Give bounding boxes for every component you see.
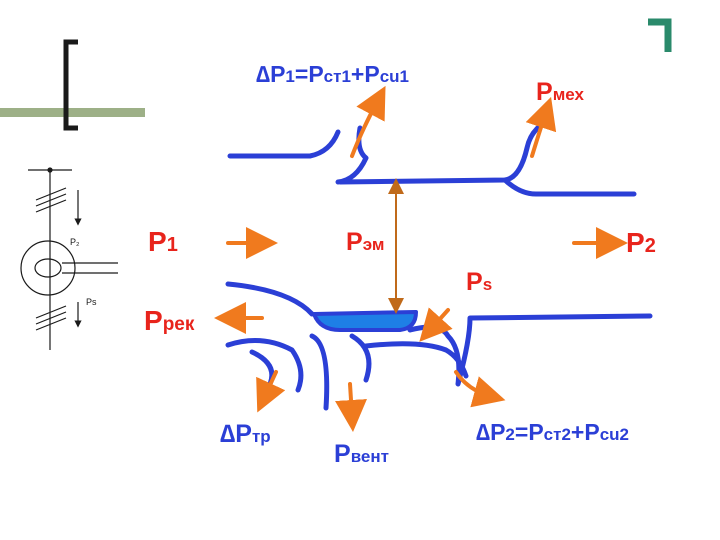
schematic-ps-label: Ps bbox=[86, 297, 97, 307]
label-p2: P2 bbox=[626, 227, 656, 258]
arrow-pmex bbox=[525, 96, 557, 158]
channel-bottom-mid bbox=[225, 338, 304, 393]
corner-mark-icon bbox=[648, 18, 672, 52]
decor-bracket bbox=[0, 39, 145, 131]
arrow-dp1 bbox=[350, 85, 386, 158]
schematic-p2-label: P₂ bbox=[70, 237, 80, 247]
schematic-hatch-4 bbox=[35, 305, 67, 319]
bracket-icon bbox=[63, 39, 78, 131]
arrow-pvent bbox=[335, 382, 367, 432]
schematic-hatch-5 bbox=[35, 311, 67, 325]
channel-bottom-left-arm bbox=[225, 281, 315, 317]
schematic-hatch-3 bbox=[35, 199, 67, 213]
loss-arrows bbox=[214, 85, 628, 432]
label-prek: Pрек bbox=[144, 305, 195, 336]
arrow-ps bbox=[419, 307, 453, 342]
label-pem: Pэм bbox=[346, 228, 384, 256]
label-ps: Ps bbox=[466, 268, 492, 296]
schematic-hatch-6 bbox=[35, 317, 67, 331]
rotor-inner-ellipse bbox=[34, 258, 62, 278]
label-dptr: ∆Pтр bbox=[220, 420, 271, 448]
accent-bar bbox=[0, 108, 145, 117]
channel-top-right-segment bbox=[502, 177, 637, 197]
label-p1: P1 bbox=[148, 226, 178, 257]
air-gap-shape bbox=[312, 310, 418, 332]
label-pmex: Pмех bbox=[536, 78, 584, 106]
schematic-top-dot bbox=[47, 167, 53, 173]
label-dp1: ∆P1=Pст1+Pcu1 bbox=[256, 61, 409, 87]
schematic-hatch-1 bbox=[35, 187, 67, 201]
channel-vent-mid2 bbox=[349, 333, 372, 383]
rotor-outer-circle bbox=[20, 240, 76, 296]
arrow-dptr bbox=[256, 370, 286, 413]
channel-vent-right bbox=[363, 341, 469, 379]
machine-schematic bbox=[20, 167, 118, 350]
channel-vent-mid bbox=[309, 333, 330, 411]
label-pvent: Pвент bbox=[334, 440, 389, 468]
label-dp2: ∆P2=Pст2+Pcu2 bbox=[476, 419, 629, 445]
channel-top-main bbox=[335, 123, 543, 185]
channel-vent-left bbox=[249, 349, 275, 387]
flow-channel bbox=[225, 123, 653, 411]
channel-top-left-segment bbox=[227, 129, 341, 159]
arrow-dp2 bbox=[454, 370, 506, 408]
schematic-hatch-2 bbox=[35, 193, 67, 207]
